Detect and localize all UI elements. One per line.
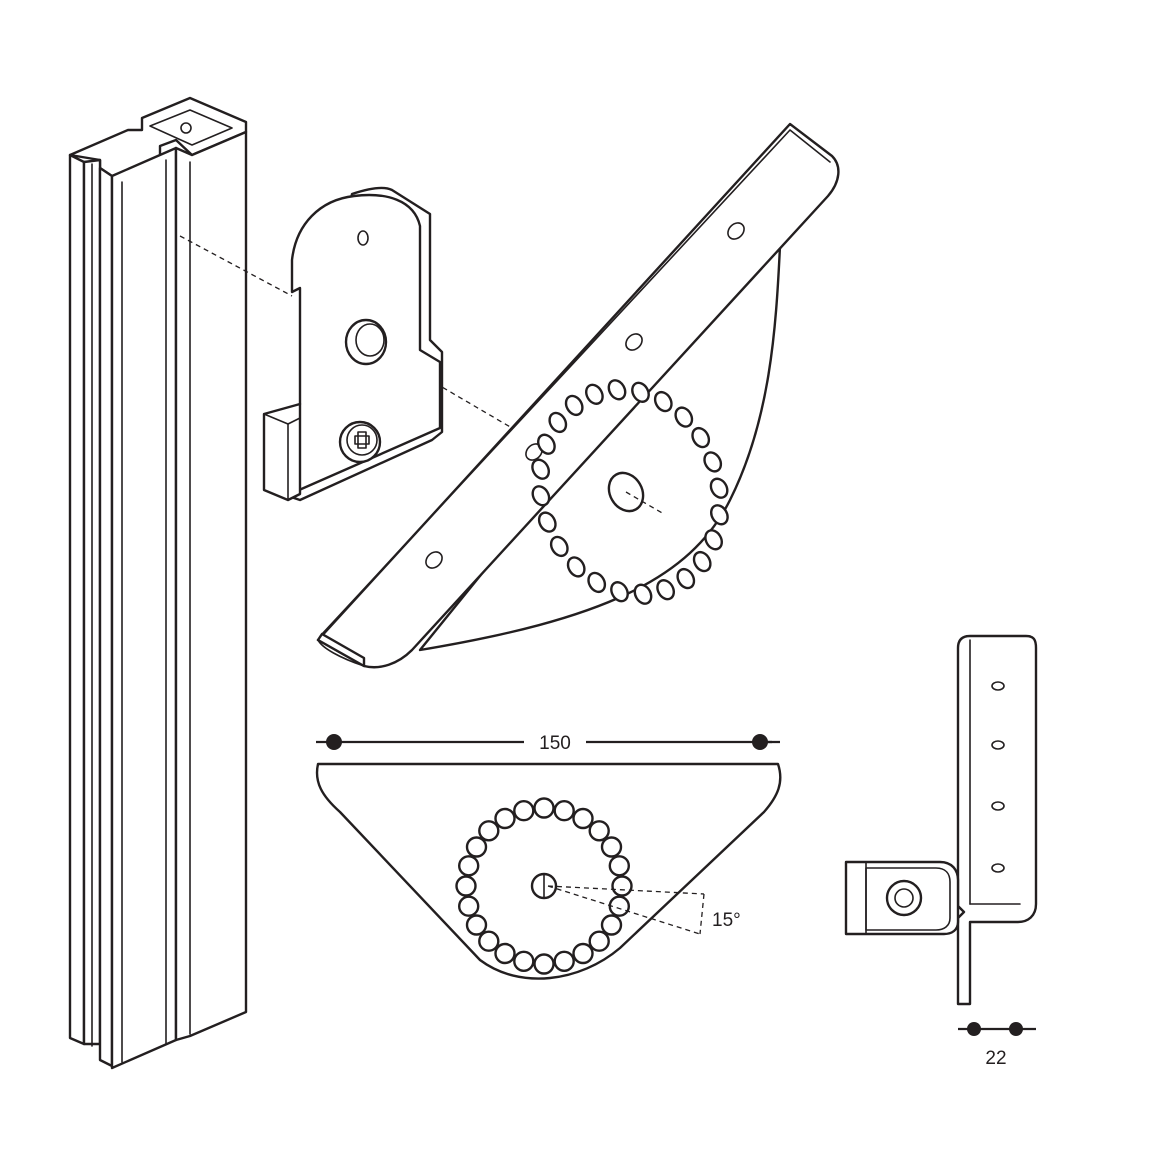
dial-hole-isometric — [656, 579, 675, 601]
rail-hole-4 — [425, 551, 443, 569]
dial-hole-isometric — [610, 581, 629, 603]
bracket-side-view — [844, 634, 1038, 1006]
dial-hole-isometric — [587, 571, 607, 594]
depth-dim-dot-right — [1009, 1022, 1023, 1036]
front-view-plate — [315, 762, 782, 980]
dial-hole-isometric — [633, 583, 653, 605]
width-dim-dot-left — [326, 734, 342, 750]
dial-hole-isometric — [531, 458, 550, 480]
side-hole-2 — [991, 740, 1005, 750]
angle-label: 15° — [712, 910, 741, 931]
dial-hole-front — [572, 807, 594, 830]
dial-hole-isometric — [564, 394, 584, 417]
bracket-rail-side — [316, 632, 366, 668]
dial-hole-isometric — [548, 411, 568, 434]
dial-hole-front — [465, 914, 488, 936]
post-top-screw-channel — [180, 122, 192, 134]
dial-hole-front — [588, 930, 610, 952]
rail-hole-2 — [625, 333, 643, 351]
dial-hole-isometric — [704, 529, 723, 551]
post-top-inner-slot — [149, 109, 233, 146]
dial-hole-front — [600, 914, 623, 936]
width-dim-label: 150 — [539, 733, 571, 754]
wall-adapter-bracket — [262, 186, 444, 502]
dial-hole-isometric — [653, 390, 673, 413]
dial-hole-front — [465, 836, 488, 858]
dial-hole-isometric — [585, 383, 604, 405]
rotating-bracket-isometric — [316, 122, 840, 669]
phillips-screw-icon — [338, 420, 382, 464]
dial-hole-front — [478, 820, 500, 842]
adapter-lower-hook — [262, 402, 302, 502]
adapter-small-hole — [357, 230, 369, 246]
bracket-front-view: 15° — [315, 762, 782, 980]
side-hole-1 — [991, 681, 1005, 691]
side-view-block-inner — [865, 867, 951, 931]
dial-hole-isometric — [607, 379, 627, 401]
angle-arc — [699, 893, 705, 935]
dial-hole-front — [608, 855, 630, 877]
dial-hole-front — [455, 875, 477, 897]
bracket-dial-holes-isometric — [531, 379, 729, 605]
side-view-bolt-head — [885, 879, 923, 917]
bracket-rail-end — [317, 639, 365, 667]
adapter-center-pin-top — [355, 323, 385, 357]
assembly-guide-upper — [179, 235, 293, 297]
bracket-center-axis — [625, 491, 665, 515]
dial-hole-front — [608, 895, 630, 917]
dial-hole-front — [494, 807, 516, 830]
dial-hole-front — [533, 953, 555, 975]
dial-hole-isometric — [703, 451, 723, 473]
side-view-rail — [956, 634, 1038, 1006]
depth-dimension: 22 — [958, 1022, 1036, 1069]
bracket-rail-edge — [321, 129, 831, 635]
dial-hole-front — [458, 855, 480, 877]
dial-hole-isometric — [676, 567, 696, 590]
depth-dim-dot-left — [967, 1022, 981, 1036]
dial-hole-front — [572, 942, 594, 965]
dial-hole-front — [513, 950, 535, 972]
dial-hole-isometric — [631, 381, 650, 403]
side-hole-3 — [991, 801, 1005, 811]
dial-hole-front — [553, 950, 575, 972]
dial-hole-isometric — [537, 511, 557, 533]
dial-hole-isometric — [710, 504, 729, 526]
dial-hole-isometric — [709, 477, 729, 499]
dial-hole-isometric — [566, 556, 586, 578]
dial-hole-front — [553, 800, 575, 822]
dial-hole-isometric — [531, 485, 551, 507]
post-front-face — [98, 166, 114, 1068]
angle-guide-horizontal — [547, 885, 705, 895]
post-side-face — [174, 130, 248, 1042]
side-view-bolt-center — [894, 888, 914, 908]
width-dimension: 150 — [316, 733, 780, 754]
dial-hole-isometric — [549, 535, 569, 558]
dial-hole-isometric — [674, 406, 694, 428]
side-hole-4 — [991, 863, 1005, 873]
bracket-rail-top — [316, 122, 840, 669]
dial-hole-front — [533, 797, 555, 819]
dial-hole-front — [600, 836, 623, 858]
dial-hole-isometric — [691, 426, 711, 449]
front-view-dial-holes — [455, 797, 633, 975]
adapter-hook-edge-3 — [287, 417, 301, 425]
adapter-center-pin — [344, 318, 388, 366]
depth-dim-label: 22 — [985, 1048, 1006, 1069]
adapter-hook-edge-1 — [263, 413, 289, 425]
dial-hole-front — [458, 895, 480, 917]
dial-hole-isometric — [537, 433, 556, 455]
post-left-fin — [68, 153, 86, 1046]
dial-hole-front — [478, 930, 500, 952]
dial-hole-front — [611, 875, 633, 897]
dial-hole-isometric — [692, 550, 712, 573]
width-dim-dot-right — [752, 734, 768, 750]
rail-hole-1 — [727, 222, 745, 240]
dial-hole-front — [513, 800, 535, 822]
aluminium-post — [68, 96, 248, 1070]
dial-hole-front — [494, 942, 516, 965]
dial-hole-front — [588, 820, 610, 842]
